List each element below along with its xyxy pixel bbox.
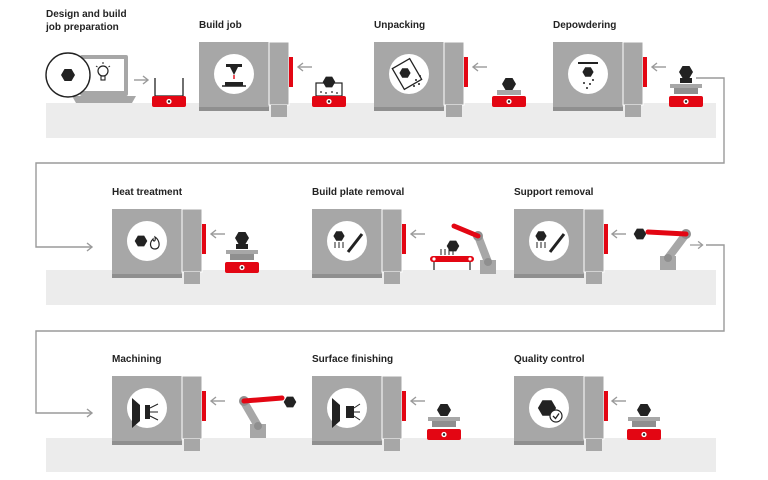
powder-box-tray <box>312 76 346 107</box>
build-plate-removal-machine <box>311 208 403 285</box>
robot-arm-icon <box>645 229 691 270</box>
arrow-into-build-plate-removal-machine <box>410 229 426 239</box>
arrow-into-heat-treatment-machine <box>210 229 226 239</box>
arrow-out-of-support-removal <box>689 240 704 250</box>
step-build-plate-removal <box>311 208 496 285</box>
saw-icon <box>333 231 364 253</box>
part-held-by-robot-machining <box>283 396 297 408</box>
unpacking-machine-door <box>464 57 468 87</box>
step-design <box>45 52 186 107</box>
machining-machine-door <box>202 391 206 421</box>
flame-icon <box>149 235 160 250</box>
step-label-quality-control: Quality control <box>514 354 585 365</box>
step-support-removal <box>513 208 704 285</box>
build-machine-door <box>289 57 293 87</box>
conveyor-icon <box>430 249 474 270</box>
mill-cutter-icon <box>132 398 159 428</box>
part-held-by-robot-support <box>633 228 647 240</box>
surface-finishing-machine <box>311 375 403 452</box>
row-connector-1-arrowhead <box>86 242 94 252</box>
depowdered-part-on-plate <box>669 66 703 107</box>
row-connector-1 <box>35 77 725 248</box>
build-plate-icon <box>222 82 246 87</box>
step-build-job <box>198 41 346 118</box>
step-label-heat-treatment: Heat treatment <box>112 187 183 198</box>
build-plate-removal-machine-door <box>402 224 406 254</box>
empty-tray <box>152 78 186 107</box>
heat-treatment-machine-door <box>202 224 206 254</box>
arrow-into-build-machine <box>297 62 313 72</box>
heat-treated-part-on-plate <box>225 232 259 273</box>
step-unpacking <box>373 41 526 118</box>
surface-finishing-machine-door <box>402 391 406 421</box>
printhead-icon <box>226 64 242 79</box>
step-label-surface-finishing: Surface finishing <box>312 354 394 365</box>
row-connector-2 <box>35 244 725 414</box>
depowdering-machine <box>552 41 644 118</box>
arrow-into-depowdering-machine <box>651 62 667 72</box>
grinder-icon <box>332 398 361 428</box>
arrow-into-unpacking-machine <box>472 62 488 72</box>
step-quality-control <box>513 375 661 452</box>
arrow-into-machining-machine <box>210 396 226 406</box>
depowdering-machine-door <box>643 57 647 87</box>
step-depowdering <box>552 41 703 118</box>
approved-part-on-plate <box>627 404 661 440</box>
step-heat-treatment <box>111 208 259 285</box>
saw-icon <box>535 231 566 253</box>
support-removal-machine <box>513 208 605 285</box>
step-label-design: Design and build job preparation <box>46 9 127 33</box>
step-label-unpacking: Unpacking <box>374 20 426 31</box>
lightbulb-icon <box>95 62 111 81</box>
heat-treatment-machine <box>111 208 203 285</box>
row-connector-2-arrowhead <box>86 408 94 418</box>
robot-arm-icon <box>454 226 496 274</box>
powder-drop-icon <box>578 62 598 89</box>
machining-machine <box>111 375 203 452</box>
checkmark-icon <box>549 409 563 423</box>
step-label-machining: Machining <box>112 354 162 365</box>
support-removal-machine-door <box>604 224 608 254</box>
quality-control-machine-door <box>604 391 608 421</box>
powder-box-icon <box>391 57 423 91</box>
step-label-build-plate-removal: Build plate removal <box>312 187 405 198</box>
arrow-into-surface-finishing-machine <box>410 396 426 406</box>
finished-part-on-plate <box>427 404 461 440</box>
step-label-build-job: Build job <box>199 20 242 31</box>
unpacked-part-tray <box>492 78 526 107</box>
robot-arm-icon <box>239 395 285 438</box>
arrow-design-to-tray <box>133 75 149 85</box>
arrow-into-support-removal-machine <box>611 229 627 239</box>
step-surface-finishing <box>311 375 461 452</box>
build-machine <box>198 41 290 118</box>
step-machining <box>111 375 297 452</box>
arrow-into-quality-control-machine <box>611 396 627 406</box>
step-label-support-removal: Support removal <box>514 187 594 198</box>
step-label-depowdering: Depowdering <box>553 20 617 31</box>
